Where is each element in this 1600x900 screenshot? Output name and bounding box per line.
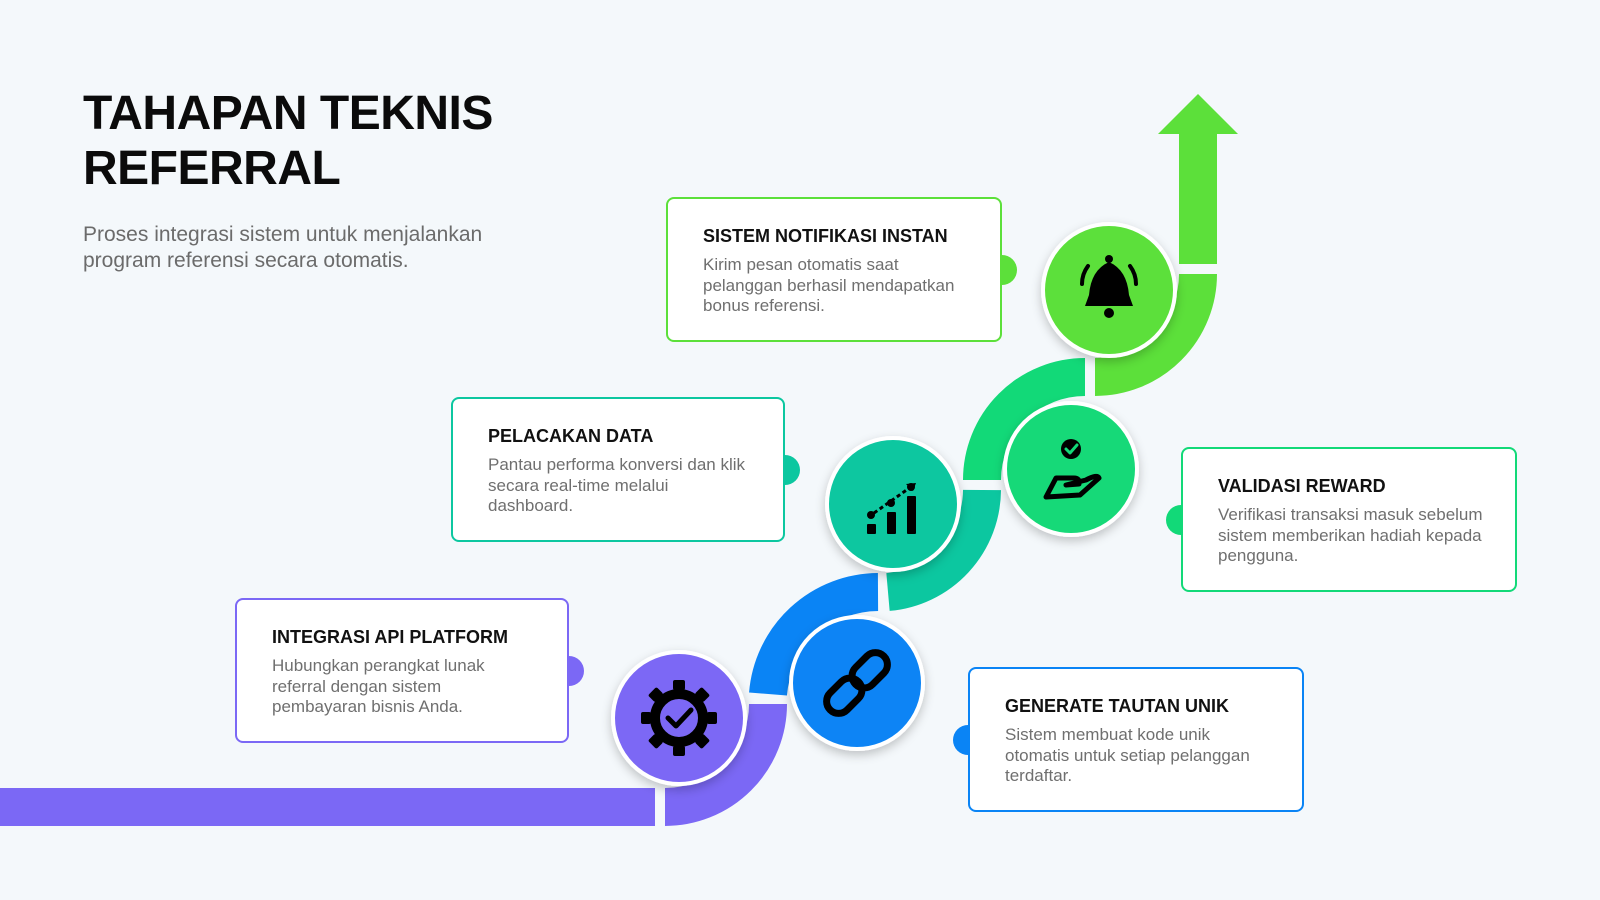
flow-path-step-1: [664, 703, 787, 826]
step-card-title: INTEGRASI API PLATFORM: [272, 627, 508, 647]
up-arrow-head: [1158, 94, 1238, 134]
step-card-title: VALIDASI REWARD: [1218, 476, 1386, 496]
step-circle-5: [1041, 222, 1177, 358]
step-card-description: Pantau performa konversi dan klik secara…: [488, 455, 746, 515]
hand-check-icon: [1043, 439, 1102, 500]
step-card-title: SISTEM NOTIFIKASI INSTAN: [703, 226, 948, 246]
gear-check-icon: [641, 680, 717, 756]
step-card-description: Hubungkan perangkat lunak referral denga…: [272, 656, 485, 716]
chain-link-icon: [823, 649, 891, 717]
step-card-description: Verifikasi transaksi masuk sebelum siste…: [1218, 505, 1483, 565]
flow-path-step-3: [885, 489, 1001, 611]
step-card-description: Kirim pesan otomatis saat pelanggan berh…: [703, 255, 955, 315]
title-line-1: TAHAPAN TEKNIS: [83, 87, 493, 140]
step-card-validasi-reward: VALIDASI REWARD Verifikasi transaksi mas…: [1181, 447, 1517, 592]
flow-path-step-2: [749, 573, 879, 697]
flow-path: [0, 130, 1217, 826]
step-circle-3: [825, 436, 961, 572]
step-card-title: GENERATE TAUTAN UNIK: [1005, 696, 1229, 716]
step-card-title: PELACAKAN DATA: [488, 426, 654, 446]
growth-chart-icon: [867, 483, 916, 534]
bell-icon: [1080, 255, 1138, 318]
flow-path-step-5: [1094, 273, 1217, 396]
page-subtitle: Proses integrasi sistem untuk menjalanka…: [83, 223, 483, 272]
step-circle-2: [789, 615, 925, 751]
step-card-pelacakan-data: PELACAKAN DATA Pantau performa konversi …: [451, 397, 785, 542]
page-title: TAHAPAN TEKNIS REFERRAL: [83, 86, 493, 196]
step-card-integrasi-api: INTEGRASI API PLATFORM Hubungkan perangk…: [235, 598, 569, 743]
step-card-generate-tautan: GENERATE TAUTAN UNIK Sistem membuat kode…: [968, 667, 1304, 812]
step-circle-4: [1003, 401, 1139, 537]
title-line-2: REFERRAL: [83, 142, 341, 195]
step-circle-1: [611, 650, 747, 786]
step-card-notifikasi-instan: SISTEM NOTIFIKASI INSTAN Kirim pesan oto…: [666, 197, 1002, 342]
flow-path-step-4: [963, 358, 1086, 481]
step-card-description: Sistem membuat kode unik otomatis untuk …: [1005, 725, 1250, 785]
